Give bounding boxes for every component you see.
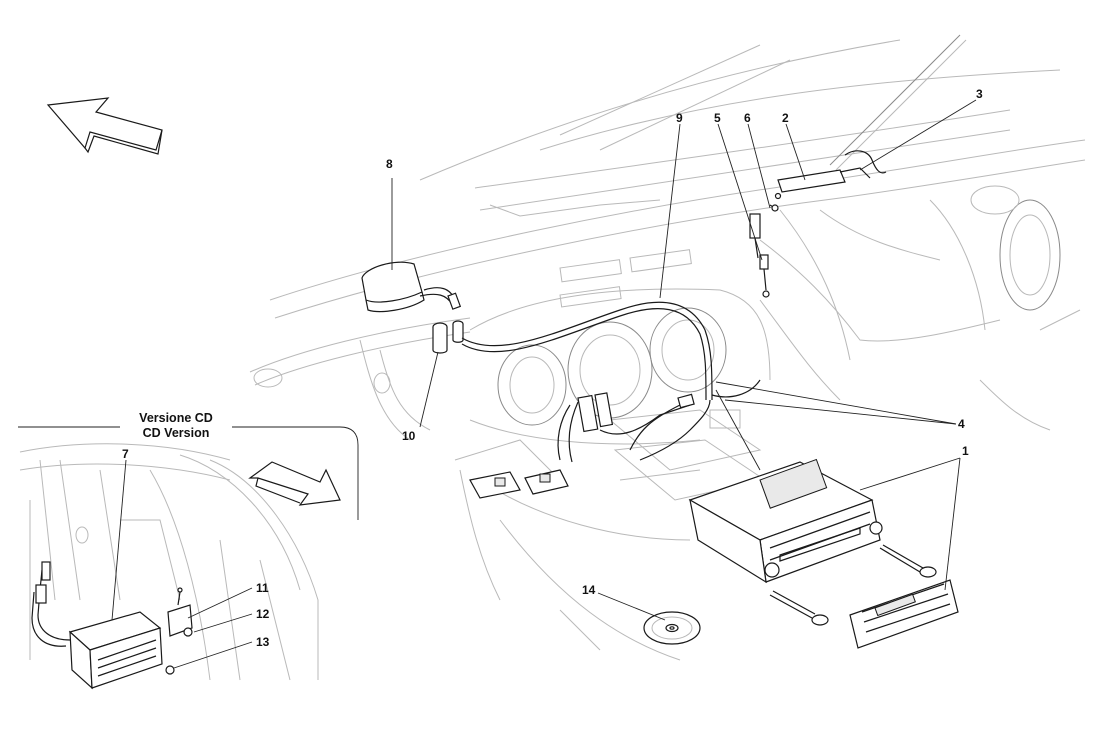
inset-title-english: CD Version [143, 426, 210, 440]
antenna-cable-9 [461, 301, 713, 401]
callout-13: 13 [256, 635, 270, 649]
callout-7: 7 [122, 447, 129, 461]
removal-keys [769, 544, 937, 626]
direction-arrow-icon [46, 97, 163, 155]
cd-version-inset [18, 426, 359, 690]
callout-8: 8 [386, 157, 393, 171]
radio-faceplate-1 [849, 579, 959, 649]
ferrite-sleeve-10 [432, 320, 464, 354]
inset-title-italian: Versione CD [139, 411, 213, 425]
callout-3: 3 [976, 87, 983, 101]
antenna-module-2 [777, 150, 887, 193]
leader-lines [391, 99, 977, 621]
wiring-harness [469, 379, 761, 499]
callout-11: 11 [256, 581, 269, 595]
radio-unit-1 [688, 458, 883, 584]
callout-10: 10 [402, 429, 416, 443]
callout-6: 6 [744, 111, 751, 125]
callout-9: 9 [676, 111, 683, 125]
callout-2: 2 [782, 111, 789, 125]
callout-5: 5 [714, 111, 721, 125]
dashboard-outline [249, 34, 1086, 661]
callout-4: 4 [958, 417, 965, 431]
callout-1: 1 [962, 444, 969, 458]
callout-14: 14 [582, 583, 596, 597]
antenna-lead-5-6 [749, 192, 782, 298]
cd-disc-icon [643, 611, 701, 645]
callout-12: 12 [256, 607, 270, 621]
antenna-amplifier-8 [361, 261, 462, 313]
